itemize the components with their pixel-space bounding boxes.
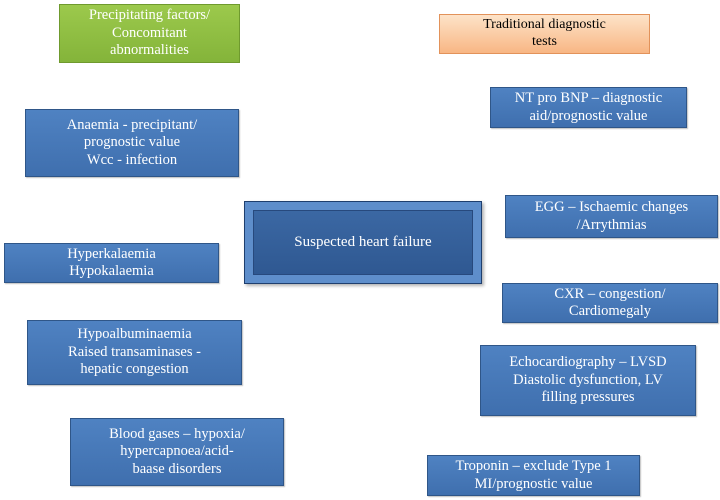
left-box-hypoalbuminaemia: Hypoalbuminaemia Raised transaminases - …: [27, 320, 242, 385]
right-box-echocardiography: Echocardiography – LVSD Diastolic dysfun…: [480, 345, 696, 416]
precipitating-factors-header: Precipitating factors/ Concomitant abnor…: [59, 4, 240, 63]
right-box-nt-pro-bnp: NT pro BNP – diagnostic aid/prognostic v…: [490, 87, 687, 128]
left-box-potassium: Hyperkalaemia Hypokalaemia: [4, 243, 219, 283]
right-box-troponin: Troponin – exclude Type 1 MI/prognostic …: [427, 455, 640, 496]
right-box-cxr: CXR – congestion/ Cardiomegaly: [502, 283, 718, 323]
right-box-ecg: EGG – Ischaemic changes /Arrythmias: [505, 195, 718, 238]
left-box-blood-gases: Blood gases – hypoxia/ hypercapnoea/acid…: [70, 418, 284, 486]
diagnostic-tests-header: Traditional diagnostic tests: [439, 14, 650, 54]
left-box-anaemia: Anaemia - precipitant/ prognostic value …: [25, 109, 239, 177]
suspected-heart-failure-box: Suspected heart failure: [244, 201, 482, 284]
